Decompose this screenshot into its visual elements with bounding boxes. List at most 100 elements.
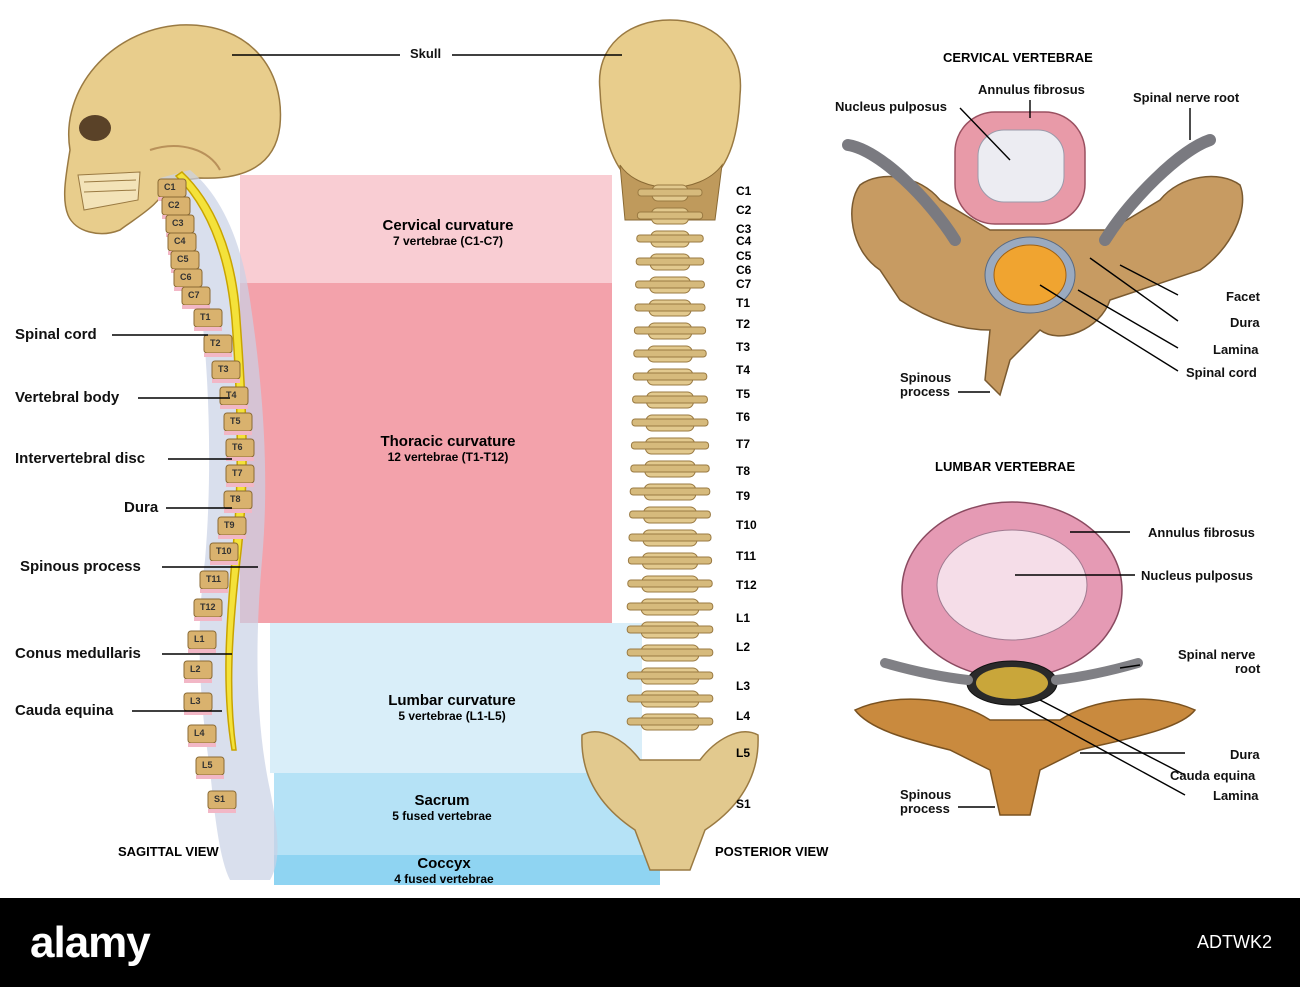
label-dura: Dura bbox=[124, 499, 159, 516]
band-lumbar-title: Lumbar curvature bbox=[388, 692, 516, 709]
label-intervertebral-disc: Intervertebral disc bbox=[15, 450, 146, 467]
posterior-vertebra bbox=[627, 552, 713, 570]
band-coccyx-title: Coccyx bbox=[417, 855, 471, 872]
sagittal-disc bbox=[224, 431, 252, 435]
image-code: ADTWK2 bbox=[1196, 932, 1272, 952]
sagittal-view-title: SAGITTAL VIEW bbox=[118, 844, 219, 859]
lv-spinal-nerve-root-line2: root bbox=[1235, 661, 1261, 676]
lv-spinous-process-line1: Spinous bbox=[900, 787, 952, 802]
band-lumbar bbox=[270, 623, 642, 773]
posterior-vertebra bbox=[626, 644, 714, 662]
sagittal-disc bbox=[200, 589, 228, 593]
sagittal-label-t9: T9 bbox=[224, 520, 235, 530]
sagittal-disc bbox=[184, 711, 212, 715]
cv-facet: Facet bbox=[1226, 289, 1260, 304]
vertebra-label-c3: C3 bbox=[736, 222, 752, 236]
sagittal-disc bbox=[210, 561, 238, 565]
band-cervical bbox=[240, 175, 612, 283]
sagittal-label-c6: C6 bbox=[180, 272, 192, 282]
vertebra-label-c7: C7 bbox=[736, 277, 752, 291]
sagittal-label-s1: S1 bbox=[214, 794, 226, 804]
posterior-vertebra bbox=[630, 437, 710, 455]
label-spinous-process: Spinous process bbox=[20, 558, 141, 575]
sagittal-label-l4: L4 bbox=[194, 728, 205, 738]
sagittal-label-t2: T2 bbox=[210, 338, 221, 348]
sagittal-label-c5: C5 bbox=[177, 254, 189, 264]
posterior-vertebra bbox=[629, 506, 711, 524]
vertebra-label-l1: L1 bbox=[736, 611, 751, 625]
posterior-vertebra bbox=[632, 368, 708, 386]
sagittal-disc bbox=[196, 775, 224, 779]
sagittal-disc bbox=[184, 679, 212, 683]
sagittal-label-t12: T12 bbox=[200, 602, 216, 612]
posterior-vertebra bbox=[631, 414, 709, 432]
posterior-vertebra bbox=[626, 713, 714, 731]
posterior-vertebra bbox=[629, 483, 711, 501]
band-thoracic-sub: 12 vertebrae (T1-T12) bbox=[387, 450, 509, 464]
lumbar-vertebra-illustration bbox=[853, 501, 1197, 816]
sagittal-label-t7: T7 bbox=[232, 468, 243, 478]
sagittal-label-l5: L5 bbox=[202, 760, 213, 770]
sagittal-skull bbox=[63, 24, 282, 235]
label-spinal-cord: Spinal cord bbox=[15, 326, 97, 343]
lv-spinal-nerve-root-line1: Spinal nerve bbox=[1178, 647, 1256, 662]
vertebra-label-t3: T3 bbox=[736, 340, 751, 354]
posterior-vertebra bbox=[626, 621, 714, 639]
posterior-vertebra bbox=[633, 345, 707, 363]
label-skull: Skull bbox=[410, 46, 442, 61]
sagittal-label-t10: T10 bbox=[216, 546, 232, 556]
cervical-vertebrae-title: CERVICAL VERTEBRAE bbox=[943, 50, 1093, 65]
sagittal-label-t8: T8 bbox=[230, 494, 241, 504]
sagittal-disc bbox=[194, 327, 222, 331]
sagittal-disc bbox=[194, 617, 222, 621]
vertebra-label-t10: T10 bbox=[736, 518, 757, 532]
lv-lamina: Lamina bbox=[1213, 788, 1259, 803]
band-lumbar-text: Lumbar curvature 5 vertebrae (L1-L5) bbox=[302, 692, 602, 723]
band-sacrum-sub: 5 fused vertebrae bbox=[392, 809, 492, 823]
vertebra-label-t9: T9 bbox=[736, 489, 751, 503]
vertebra-label-c6: C6 bbox=[736, 263, 752, 277]
band-coccyx-text: Coccyx 4 fused vertebrae bbox=[294, 855, 594, 886]
sagittal-label-t3: T3 bbox=[218, 364, 229, 374]
sagittal-disc bbox=[220, 405, 248, 409]
vertebra-label-t8: T8 bbox=[736, 464, 751, 478]
sagittal-label-c1: C1 bbox=[164, 182, 176, 192]
posterior-vertebra bbox=[628, 529, 712, 547]
lv-nucleus-pulposus: Nucleus pulposus bbox=[1141, 568, 1253, 583]
band-cervical-sub: 7 vertebrae (C1-C7) bbox=[392, 234, 504, 248]
sagittal-disc bbox=[204, 353, 232, 357]
sagittal-label-c3: C3 bbox=[172, 218, 184, 228]
posterior-vertebra bbox=[636, 207, 704, 225]
posterior-vertebra bbox=[630, 460, 710, 478]
anatomy-artwork bbox=[63, 19, 1244, 885]
vertebra-label-s1: S1 bbox=[736, 797, 751, 811]
vertebra-label-t4: T4 bbox=[736, 363, 751, 377]
posterior-vertebra bbox=[627, 575, 713, 593]
vertebra-label-c1: C1 bbox=[736, 184, 752, 198]
sagittal-label-l3: L3 bbox=[190, 696, 201, 706]
lumbar-vertebrae-title: LUMBAR VERTEBRAE bbox=[935, 459, 1076, 474]
sagittal-label-l2: L2 bbox=[190, 664, 201, 674]
vertebra-label-l4: L4 bbox=[736, 709, 751, 723]
vertebra-label-c2: C2 bbox=[736, 203, 752, 217]
sagittal-disc bbox=[218, 535, 246, 539]
band-cervical-text: Cervical curvature 7 vertebrae (C1-C7) bbox=[298, 217, 598, 248]
sagittal-label-c2: C2 bbox=[168, 200, 180, 210]
posterior-vertebra bbox=[626, 667, 714, 685]
cv-spinous-process-line1: Spinous bbox=[900, 370, 952, 385]
band-lumbar-sub: 5 vertebrae (L1-L5) bbox=[398, 709, 506, 723]
lv-spinous-process-line2: process bbox=[900, 801, 950, 816]
sagittal-label-t11: T11 bbox=[206, 574, 222, 584]
vertebra-label-c5: C5 bbox=[736, 249, 752, 263]
sagittal-label-c7: C7 bbox=[188, 290, 200, 300]
sagittal-disc bbox=[188, 649, 216, 653]
posterior-vertebra bbox=[635, 276, 705, 294]
lv-dura: Dura bbox=[1230, 747, 1260, 762]
band-sacrum-title: Sacrum bbox=[414, 792, 470, 809]
sagittal-disc bbox=[212, 379, 240, 383]
vertebra-label-t1: T1 bbox=[736, 296, 751, 310]
footer-bar bbox=[0, 898, 1300, 987]
cv-spinal-nerve-root: Spinal nerve root bbox=[1133, 90, 1240, 105]
vertebra-label-l2: L2 bbox=[736, 640, 751, 654]
